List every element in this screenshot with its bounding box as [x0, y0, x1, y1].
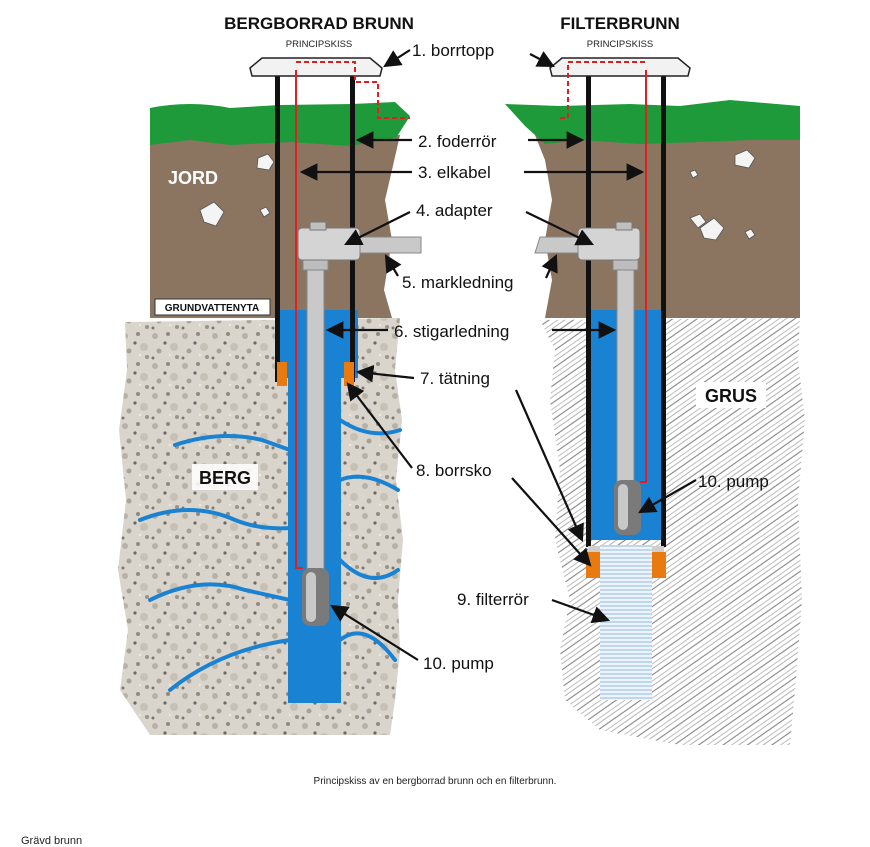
- left-pump-highlight: [306, 572, 316, 622]
- callout-arrows: [299, 49, 697, 661]
- right-filter-pipe: [600, 545, 652, 700]
- berg-box: [192, 464, 258, 490]
- left-electric-cable: [295, 70, 303, 569]
- right-adapter: [577, 227, 641, 261]
- right-cable-top: [560, 61, 646, 119]
- section-heading-gravd-brunn: Grävd brunn: [21, 835, 83, 847]
- left-ground-line: [359, 236, 422, 254]
- left-adapter: [297, 227, 361, 261]
- right-pump-highlight: [618, 484, 628, 530]
- right-adapter-top: [615, 221, 633, 231]
- right-grass: [505, 100, 800, 144]
- left-casing-wall-right: [350, 72, 355, 382]
- left-cap: [249, 57, 383, 77]
- right-riser-pipe: [616, 261, 635, 485]
- left-seal-2: [344, 362, 354, 386]
- right-casing-wall-right: [661, 72, 666, 547]
- title-right: FILTERBRUNN: [560, 14, 680, 33]
- right-shoe-left: [588, 546, 600, 552]
- right-cap: [549, 57, 691, 77]
- grundvattenyta-box: [154, 298, 271, 316]
- label-pump-right: 10. pump: [698, 472, 769, 491]
- label-foderror: 2. foderrör: [418, 132, 497, 151]
- right-seal-2: [652, 552, 666, 578]
- soil-stones-left: [199, 153, 275, 227]
- left-adapter-top: [309, 221, 327, 231]
- right-ground-line: [534, 236, 579, 254]
- subtitle-right: PRINCIPSKISS: [587, 39, 654, 50]
- soil-stones-right: [689, 149, 756, 241]
- label-pump-left: 10. pump: [423, 654, 494, 673]
- zone-jord: JORD: [168, 168, 218, 188]
- figure-caption: Principskiss av en bergborrad brunn och …: [313, 776, 557, 787]
- label-borrtopp: 1. borrtopp: [412, 41, 494, 60]
- right-soil: [535, 135, 800, 318]
- zone-grus: GRUS: [705, 386, 757, 406]
- label-borrsko: 8. borrsko: [416, 461, 492, 480]
- left-casing-wall-left: [275, 72, 280, 382]
- label-tatning: 7. tätning: [420, 369, 490, 388]
- label-markledning: 5. markledning: [402, 273, 514, 292]
- title-left: BERGBORRAD BRUNN: [224, 14, 414, 33]
- zone-grundvattenyta: GRUNDVATTENYTA: [165, 303, 259, 314]
- label-adapter: 4. adapter: [416, 201, 493, 220]
- label-stigarledning: 6. stigarledning: [394, 322, 509, 341]
- water-veins-left: [138, 418, 402, 692]
- left-seal-1: [277, 362, 287, 386]
- left-well: [118, 57, 422, 735]
- right-casing-wall-left: [586, 72, 591, 547]
- right-electric-cable: [640, 70, 647, 483]
- label-filterror: 9. filterrör: [457, 590, 529, 609]
- label-elkabel: 3. elkabel: [418, 163, 491, 182]
- left-cable-top: [296, 61, 410, 119]
- subtitle-left: PRINCIPSKISS: [286, 39, 353, 50]
- right-seal-1: [586, 552, 600, 578]
- left-riser-pipe: [306, 261, 325, 573]
- grus-box: [696, 382, 766, 408]
- zone-berg: BERG: [199, 468, 251, 488]
- right-shoe-right: [652, 546, 664, 552]
